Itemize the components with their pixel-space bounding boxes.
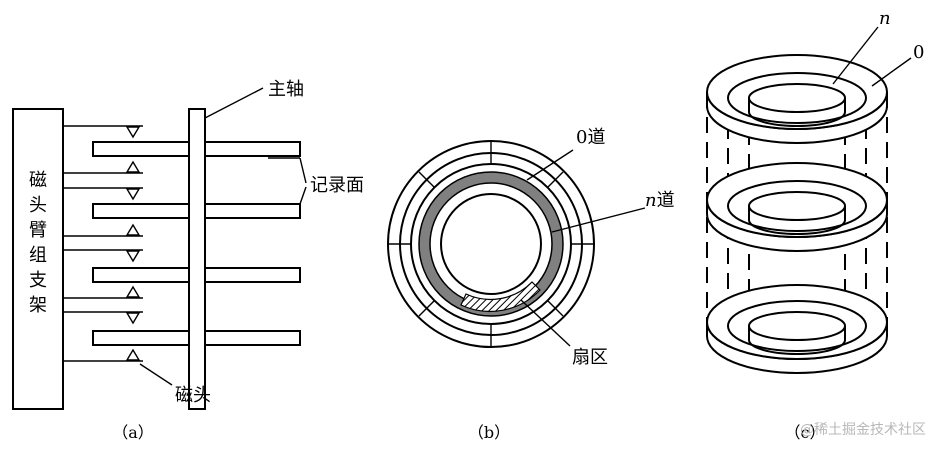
head bbox=[125, 188, 141, 201]
arm-label-char-1: 磁 bbox=[29, 170, 47, 191]
head bbox=[125, 126, 141, 139]
caption-a: （a） bbox=[112, 423, 154, 442]
head bbox=[125, 312, 141, 325]
spindle-label: 主轴 bbox=[268, 79, 304, 100]
disk-top bbox=[706, 54, 888, 144]
sector-lines bbox=[388, 141, 594, 347]
hub-ring bbox=[440, 193, 542, 295]
arm-label-char-6: 架 bbox=[29, 295, 47, 316]
caption-b: （b） bbox=[468, 423, 510, 442]
head bbox=[125, 160, 141, 173]
sector-label: 扇区 bbox=[572, 347, 608, 368]
head bbox=[125, 250, 141, 263]
head bbox=[125, 285, 141, 298]
head bbox=[125, 223, 141, 236]
spindle bbox=[188, 108, 206, 410]
track-0-label: 0道 bbox=[576, 127, 605, 148]
panel-a: 磁 头 臂 组 支 架 bbox=[12, 79, 364, 442]
arm-label-char-5: 支 bbox=[29, 270, 47, 291]
panel-b: 0道 n道 扇区 （b） bbox=[387, 127, 675, 442]
head-arms bbox=[63, 125, 143, 362]
sector-highlight bbox=[460, 281, 541, 312]
head-arm-bracket bbox=[12, 108, 64, 410]
disk-middle bbox=[706, 162, 888, 252]
arm-label-char-3: 臂 bbox=[29, 220, 47, 241]
arm-label-char-4: 组 bbox=[29, 245, 47, 266]
arm-label-char-2: 头 bbox=[29, 195, 47, 216]
head bbox=[125, 348, 141, 361]
recording-surface-label: 记录面 bbox=[310, 175, 364, 196]
watermark: @稀土掘金技术社区 bbox=[800, 422, 926, 438]
cylinder-0-label: 0 bbox=[913, 42, 924, 63]
magnetic-heads bbox=[125, 126, 141, 361]
track-n-label: n道 bbox=[645, 190, 675, 211]
magnetic-head-label: 磁头 bbox=[175, 385, 211, 406]
disk-bottom bbox=[706, 284, 888, 374]
caption-c: （c） bbox=[785, 423, 826, 442]
panel-c: n 0 （c） bbox=[706, 8, 924, 442]
cylinder-n-label: n bbox=[879, 8, 891, 29]
